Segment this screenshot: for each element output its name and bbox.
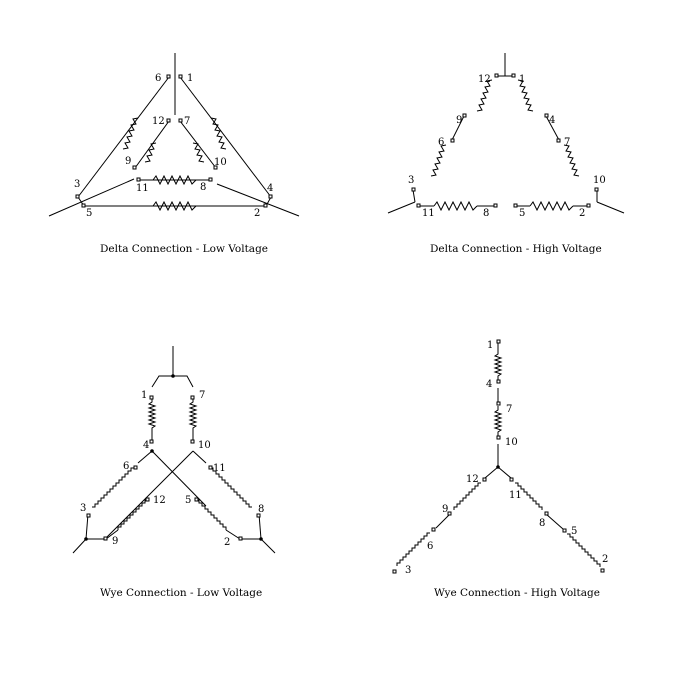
wye-low-label-4: 4 bbox=[143, 440, 149, 451]
delta-high-caption: Delta Connection - High Voltage bbox=[430, 243, 602, 255]
wye-high-label-1: 1 bbox=[487, 340, 493, 351]
wye-low-voltage-diagram: 1 7 4 10 6 11 3 8 12 5 9 2 Wye Connectio… bbox=[72, 346, 276, 599]
wye-high-caption: Wye Connection - High Voltage bbox=[434, 587, 600, 599]
delta-low-label-6: 6 bbox=[155, 73, 161, 84]
wye-high-label-9: 9 bbox=[442, 504, 448, 515]
delta-low-label-7: 7 bbox=[184, 116, 190, 127]
wye-low-label-3: 3 bbox=[80, 503, 86, 514]
delta-high-label-11: 11 bbox=[422, 208, 435, 219]
delta-low-label-3: 3 bbox=[74, 179, 80, 190]
wye-low-caption: Wye Connection - Low Voltage bbox=[100, 587, 262, 599]
delta-low-caption: Delta Connection - Low Voltage bbox=[100, 243, 268, 255]
wye-low-label-8: 8 bbox=[258, 504, 264, 515]
delta-high-label-4: 4 bbox=[549, 115, 555, 126]
wye-low-label-6: 6 bbox=[123, 461, 129, 472]
delta-high-voltage-diagram: 12 1 9 4 6 7 3 10 11 8 5 2 Delta Connect… bbox=[387, 53, 625, 255]
wye-low-label-5: 5 bbox=[185, 495, 191, 506]
delta-low-label-8: 8 bbox=[200, 182, 206, 193]
delta-high-label-6: 6 bbox=[438, 137, 444, 148]
wye-high-voltage-diagram: 1 4 7 10 12 11 9 8 6 5 3 2 Wye Connectio… bbox=[392, 339, 608, 599]
delta-high-label-3: 3 bbox=[408, 175, 414, 186]
wye-high-label-8: 8 bbox=[539, 518, 545, 529]
delta-high-label-1: 1 bbox=[519, 74, 525, 85]
wye-high-label-7: 7 bbox=[506, 404, 512, 415]
delta-low-label-2: 2 bbox=[254, 208, 260, 219]
wye-low-label-1: 1 bbox=[141, 390, 147, 401]
wye-high-label-4: 4 bbox=[486, 379, 492, 390]
delta-low-label-1: 1 bbox=[187, 73, 193, 84]
delta-low-label-9: 9 bbox=[125, 156, 131, 167]
delta-low-voltage-diagram: 6 1 12 7 9 10 11 8 3 4 5 2 Delta Connect… bbox=[48, 53, 300, 255]
delta-low-label-10: 10 bbox=[214, 157, 227, 168]
delta-high-label-12: 12 bbox=[478, 74, 491, 85]
wye-low-label-9: 9 bbox=[112, 536, 118, 547]
delta-low-label-4: 4 bbox=[267, 183, 273, 194]
wye-low-label-10: 10 bbox=[198, 440, 211, 451]
wye-low-label-12: 12 bbox=[153, 495, 166, 506]
wye-high-label-3: 3 bbox=[405, 565, 411, 576]
delta-high-label-7: 7 bbox=[564, 137, 570, 148]
wye-low-label-11: 11 bbox=[213, 463, 226, 474]
delta-high-label-10: 10 bbox=[593, 175, 606, 186]
delta-low-label-11: 11 bbox=[136, 183, 149, 194]
wye-high-label-5: 5 bbox=[571, 526, 577, 537]
delta-low-label-12: 12 bbox=[152, 116, 165, 127]
delta-high-label-2: 2 bbox=[579, 208, 585, 219]
wye-high-label-10: 10 bbox=[505, 437, 518, 448]
wye-high-label-11: 11 bbox=[509, 490, 522, 501]
wye-low-label-7: 7 bbox=[199, 390, 205, 401]
wye-high-label-12: 12 bbox=[466, 474, 479, 485]
wye-high-label-6: 6 bbox=[427, 541, 433, 552]
delta-high-label-9: 9 bbox=[456, 115, 462, 126]
delta-high-label-8: 8 bbox=[483, 208, 489, 219]
delta-low-label-5: 5 bbox=[86, 208, 92, 219]
delta-high-label-5: 5 bbox=[519, 208, 525, 219]
wye-high-label-2: 2 bbox=[602, 554, 608, 565]
wye-low-label-2: 2 bbox=[224, 537, 230, 548]
